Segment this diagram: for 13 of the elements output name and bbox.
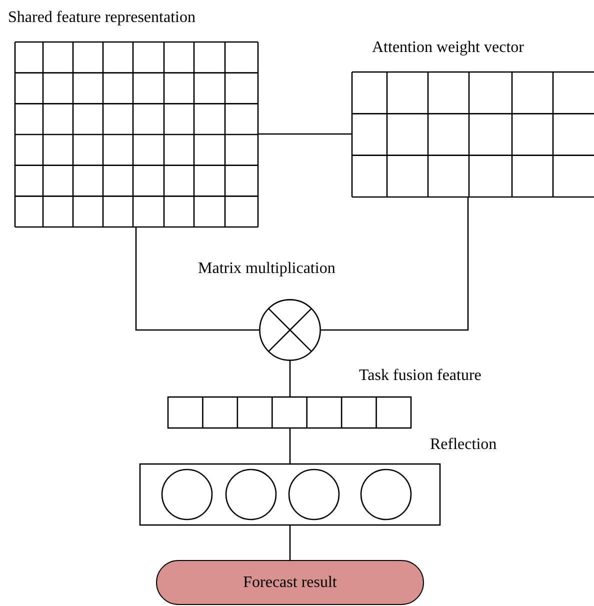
- connector-line: [289, 525, 291, 560]
- connector-line: [289, 361, 291, 397]
- connector-line: [258, 133, 352, 135]
- connector-line: [289, 428, 291, 464]
- node-heading: Attention weight vector: [372, 39, 524, 57]
- terminal-shape: [156, 560, 424, 605]
- node-heading: Task fusion feature: [359, 367, 482, 385]
- node-heading: Shared feature representation: [8, 9, 196, 27]
- connector-line: [135, 227, 259, 331]
- node-heading: Matrix multiplication: [198, 260, 336, 278]
- connector-line: [321, 197, 469, 331]
- node-heading: Reflection: [430, 436, 497, 454]
- node-label: Forecast result: [243, 574, 337, 592]
